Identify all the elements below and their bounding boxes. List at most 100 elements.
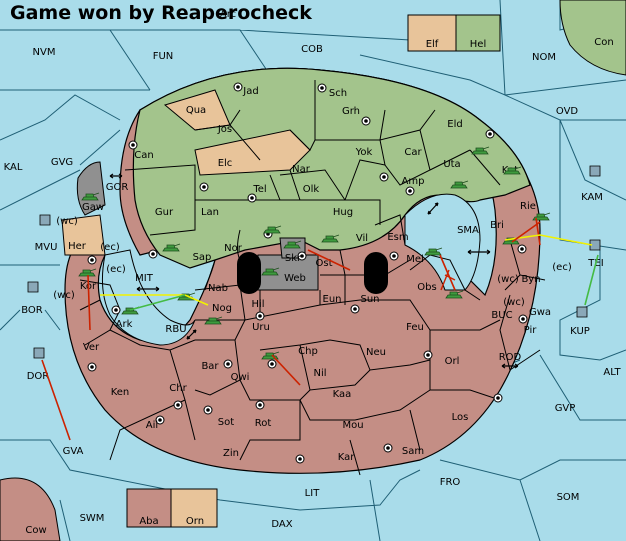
army-tank-icon[interactable] [532, 212, 551, 221]
land-con[interactable] [559, 0, 626, 76]
province-label-nog: Nog [212, 303, 232, 314]
prov-her[interactable] [61, 214, 106, 256]
sea-label-rbu: RBU [165, 324, 186, 335]
province-label-sot: Sot [218, 417, 234, 428]
army-tank-icon[interactable] [78, 268, 97, 277]
province-label-tel: Tel [252, 184, 266, 195]
army-tank-icon[interactable] [503, 166, 522, 175]
sea-label-bor: BOR [21, 305, 43, 316]
province-label-neu: Neu [366, 347, 386, 358]
sea-label-sma: SMA [457, 225, 479, 236]
province-label-bri: Bri [490, 220, 504, 231]
fleets[interactable] [27, 165, 601, 359]
army-tank-icon[interactable] [261, 267, 280, 276]
prov-gaw[interactable] [76, 161, 106, 216]
sea-label-alt: ALT [603, 367, 621, 378]
province-label-jos: Jos [217, 124, 232, 135]
coast-tag: (ec) [552, 262, 572, 273]
province-label-gur: Gur [155, 207, 174, 218]
sea-label-ovd: OVD [556, 106, 579, 117]
sea-label-con: Con [594, 37, 613, 48]
sea-label-nvm: NVM [33, 47, 56, 58]
army-tank-icon[interactable] [450, 180, 469, 189]
province-label-orl: Orl [445, 356, 460, 367]
province-label-kar: Kar [338, 452, 356, 463]
province-label-skr: Skr [285, 253, 302, 264]
sea-label-mvu: MVU [35, 242, 58, 253]
fleet-mvu-icon [39, 214, 51, 226]
province-label-ver: Ver [83, 342, 100, 353]
army-tank-icon[interactable] [445, 290, 464, 299]
province-label-rot: Rot [255, 418, 272, 429]
tunnel-west [237, 252, 261, 294]
province-label-jad: Jad [242, 86, 258, 97]
province-label-ken: Ken [111, 387, 130, 398]
supply-center-dot [158, 418, 162, 422]
legend-box-aba [126, 488, 172, 528]
supply-center-dot [131, 143, 135, 147]
legend-label-hel: Hel [470, 39, 486, 50]
army-tank-icon[interactable] [283, 240, 302, 249]
sea-label-kam: KAM [581, 192, 603, 203]
province-label-nor: Nor [224, 243, 243, 254]
army-tank-icon[interactable] [471, 146, 490, 155]
province-label-bar: Bar [201, 361, 219, 372]
province-label-nil: Nil [313, 368, 326, 379]
land-cow[interactable] [0, 477, 61, 541]
inner-sea-sma[interactable] [404, 193, 481, 291]
supply-center-dot [151, 252, 155, 256]
army-tank-icon[interactable] [162, 243, 181, 252]
province-label-web: Web [284, 273, 306, 284]
province-label-chp: Chp [298, 346, 318, 357]
supply-center-dot [202, 185, 206, 189]
province-label-nar: Nar [292, 164, 311, 175]
sea-label-nom: NOM [532, 52, 556, 63]
supply-center-dot [300, 254, 304, 258]
fleet-tei-icon [589, 239, 601, 251]
province-label-qwi: Qwi [231, 372, 250, 383]
province-label-uru: Uru [252, 322, 270, 333]
province-label-pir: Pir [524, 325, 538, 336]
province-label-her: Her [68, 241, 87, 252]
province-label-mou: Mou [342, 420, 363, 431]
fleet-dor-icon [33, 347, 45, 359]
province-label-grh: Grh [342, 106, 360, 117]
coast-tag: (wc) [53, 290, 75, 301]
tunnel-east [364, 252, 388, 294]
province-label-feu: Feu [406, 322, 424, 333]
sea-label-cob: COB [301, 44, 323, 55]
legend-box-orn [170, 488, 218, 528]
supply-center-dot [258, 314, 262, 318]
supply-center-dot [408, 189, 412, 193]
province-label-sam: Sam [402, 446, 424, 457]
province-label-nab: Nab [208, 283, 228, 294]
sea-label-gvp: GVP [555, 403, 576, 414]
province-label-zin: Zin [223, 448, 239, 459]
army-tank-icon[interactable] [81, 192, 100, 201]
prov-elc[interactable] [194, 129, 311, 176]
sea-label-lit: LIT [305, 488, 321, 499]
fleet-kam-icon [589, 165, 601, 177]
supply-center-dot [364, 119, 368, 123]
sea-label-kup: KUP [570, 326, 590, 337]
sea-label-rod: ROD [499, 352, 522, 363]
army-tank-icon[interactable] [204, 316, 223, 325]
coast-tag: (wc) [503, 297, 525, 308]
supply-center-dot [382, 175, 386, 179]
sea-label-swm: SWM [80, 513, 105, 524]
fleet-bor-icon [27, 281, 39, 293]
province-label-can: Can [134, 150, 153, 161]
province-label-sun: Sun [360, 294, 379, 305]
supply-center-dot [114, 308, 118, 312]
army-tank-icon[interactable] [321, 234, 340, 243]
supply-center-dot [353, 307, 357, 311]
sea-label-arc: Arc [220, 9, 236, 20]
army-tank-icon[interactable] [424, 247, 443, 256]
army-tank-icon[interactable] [263, 225, 282, 234]
province-label-vil: Vil [356, 233, 368, 244]
province-label-car: Car [404, 147, 422, 158]
sea-label-gva: GVA [63, 446, 84, 457]
